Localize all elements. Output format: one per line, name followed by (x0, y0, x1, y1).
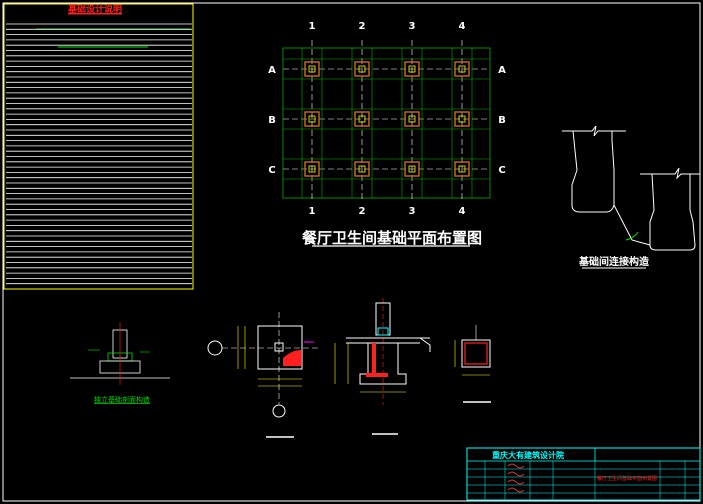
plan-title: 餐厅卫生间基础平面布置图 (302, 229, 482, 247)
plan-column (308, 65, 316, 73)
joint-top-line-left (562, 125, 626, 137)
plan-outline (282, 47, 491, 199)
column-base-section (334, 298, 431, 435)
tb-company-name: 重庆大有建筑设计院 (492, 450, 564, 460)
plan-footings (304, 61, 470, 177)
title-block-grid (467, 461, 700, 500)
plan-footing (354, 111, 370, 127)
plan-col-label: 3 (409, 206, 416, 217)
plan-column (358, 65, 366, 73)
plan-footing (304, 111, 320, 127)
plan-row-label: C (498, 165, 505, 176)
plan-column (408, 115, 416, 123)
plan-footing (404, 111, 420, 127)
joint-caption: 基础间连接构造 (578, 255, 650, 268)
plan-footing (354, 161, 370, 177)
signature-2 (507, 471, 525, 477)
footing-plan-detail (207, 312, 320, 438)
plan-column (458, 65, 466, 73)
xsec-stirrup (464, 342, 488, 365)
plan-col-label: 4 (459, 21, 466, 32)
plan-column (308, 115, 316, 123)
axis-bubble-left (207, 340, 223, 356)
signature-3 (507, 479, 525, 485)
tb-drawing-name: 餐厅卫生间基础平面布置图 (597, 475, 657, 482)
joint-footing-left (571, 130, 615, 213)
plan-col-label: 3 (409, 21, 416, 32)
plan-row-label: B (268, 115, 276, 126)
plan-footing (304, 161, 320, 177)
plan-col-label: 4 (459, 206, 466, 217)
plan-row-label: A (498, 65, 506, 76)
title-block: 重庆大有建筑设计院 餐厅卫生间基础平面布置图 (466, 447, 701, 501)
rebar-bottom (366, 373, 388, 377)
footing-column (274, 342, 284, 352)
notes-panel: 基础设计说明 (3, 3, 194, 290)
plan-column (408, 165, 416, 173)
plan-footing (304, 61, 320, 77)
title-block-frame (466, 447, 701, 501)
plan-footing (454, 111, 470, 127)
plan-row-label: A (268, 65, 276, 76)
rebar-left (372, 343, 376, 375)
plan-column (308, 165, 316, 173)
footing-hatch (283, 350, 301, 366)
notes-title: 基础设计说明 (67, 3, 122, 15)
tb-signatures (507, 463, 525, 493)
plan-column (408, 65, 416, 73)
footing-pad (257, 325, 303, 370)
plan-footing (354, 61, 370, 77)
plan-column (458, 115, 466, 123)
joint-footing-right (649, 173, 696, 251)
notes-text-lines (6, 23, 192, 285)
plan-footing (454, 161, 470, 177)
plan-row-label: C (268, 165, 275, 176)
plan-footing (404, 161, 420, 177)
column-cross-section (454, 325, 491, 403)
plan-column (358, 165, 366, 173)
joint-detail: 基础间连接构造 (562, 125, 700, 269)
joint-connection (613, 204, 651, 246)
signature-4 (507, 487, 525, 493)
col-collar (377, 327, 389, 336)
plan-column (458, 165, 466, 173)
section-caption: 独立基础剖面构造 (94, 395, 150, 404)
axis-bubble-bottom (272, 404, 286, 418)
plan-footing (404, 61, 420, 77)
joint-top-line-right (640, 167, 700, 180)
plan-col-label: 1 (309, 206, 316, 217)
plan-col-label: 1 (309, 21, 316, 32)
plan-column (358, 115, 366, 123)
footing-section-small: 独立基础剖面构造 (70, 322, 170, 404)
slab-edge (419, 337, 431, 352)
joint-angle-mark (625, 231, 639, 241)
notes-panel-frame (3, 3, 194, 290)
plan-row-label: B (498, 115, 506, 126)
xsec-outline (461, 339, 491, 368)
signature-1 (507, 463, 525, 469)
plan-col-label: 2 (359, 21, 366, 32)
plan-footing (454, 61, 470, 77)
plan-col-label: 2 (359, 206, 366, 217)
